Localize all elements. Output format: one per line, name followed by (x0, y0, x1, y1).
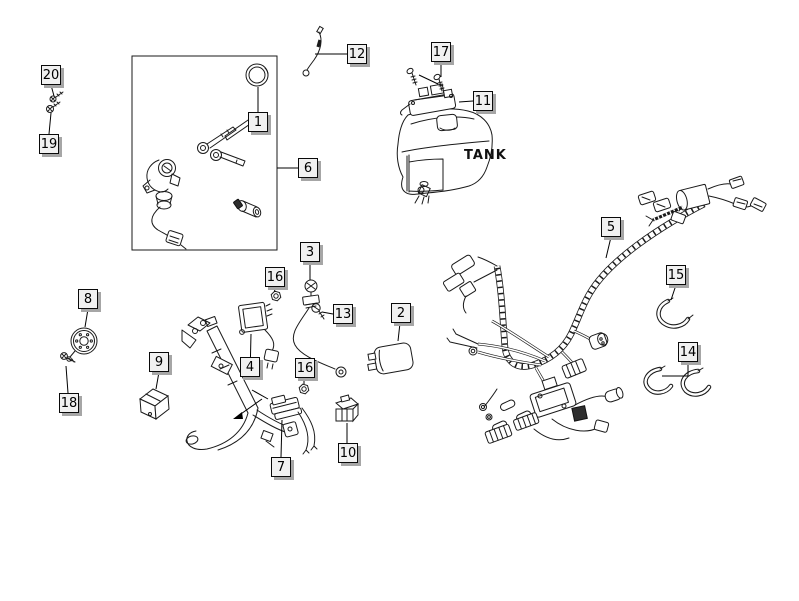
nut-16-lower (298, 383, 310, 395)
screw-13 (311, 303, 325, 320)
switch-7 (269, 394, 318, 455)
lock-set-box (131, 55, 278, 251)
cdi-unit-2 (367, 342, 414, 375)
callout-12[interactable]: 12 (347, 44, 367, 64)
callout-13[interactable]: 13 (333, 304, 353, 324)
switch-3-cable (292, 279, 347, 378)
fuel-tank (396, 108, 493, 205)
tank-label: TANK (464, 148, 507, 163)
callout-6[interactable]: 6 (298, 158, 318, 178)
callout-16-18[interactable]: 16 (295, 358, 315, 378)
frame-bracket (181, 315, 299, 451)
callout-18[interactable]: 18 (59, 393, 79, 413)
callout-1[interactable]: 1 (248, 112, 268, 132)
callout-17[interactable]: 17 (431, 42, 451, 62)
callout-7[interactable]: 7 (271, 457, 291, 477)
callout-8[interactable]: 8 (78, 289, 98, 309)
wiring-harness-5 (442, 175, 767, 444)
callout-15[interactable]: 15 (666, 265, 686, 285)
regulator-4 (238, 301, 280, 370)
leader-lines (48, 53, 689, 458)
callout-10[interactable]: 10 (338, 443, 358, 463)
callout-2[interactable]: 2 (391, 303, 411, 323)
connector-10 (335, 394, 359, 423)
callout-19[interactable]: 19 (39, 134, 59, 154)
horn-8 (66, 327, 98, 362)
screws-17 (406, 67, 445, 92)
fuel-sender-11 (400, 83, 457, 116)
callout-5[interactable]: 5 (601, 217, 621, 237)
callout-16-14[interactable]: 16 (265, 267, 285, 287)
screws-19-20 (46, 91, 64, 113)
callout-4[interactable]: 4 (240, 357, 260, 377)
relay-9 (139, 388, 170, 420)
screw-18 (60, 352, 76, 363)
callout-3[interactable]: 3 (300, 242, 320, 262)
seat-lock-cable (302, 25, 324, 77)
clamps-14 (643, 365, 712, 397)
callout-14[interactable]: 14 (678, 342, 698, 362)
callout-11[interactable]: 11 (473, 91, 493, 111)
callout-20[interactable]: 20 (41, 65, 61, 85)
nut-16-upper (270, 290, 282, 302)
clamp-15 (656, 297, 694, 329)
callout-9[interactable]: 9 (149, 352, 169, 372)
